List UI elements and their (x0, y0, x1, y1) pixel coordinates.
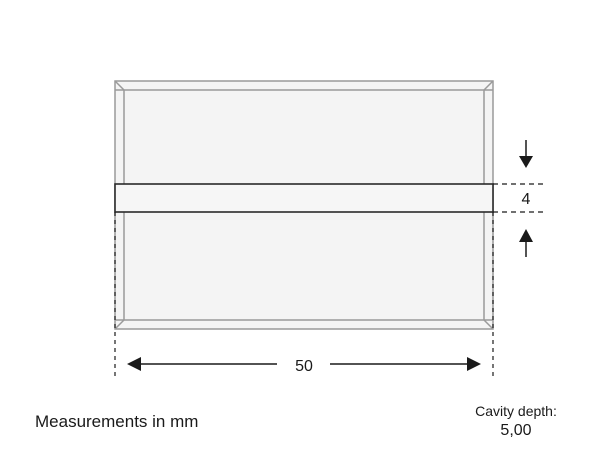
cavity-depth-value: 5,00 (500, 422, 532, 439)
box-corner-line (114, 80, 125, 91)
width-arrow-right (467, 357, 481, 371)
slot-arrow-up (519, 229, 533, 257)
width-arrow-left (127, 357, 141, 371)
slot-dimension-label: 4 (522, 191, 531, 208)
cavity-depth: Cavity depth: 5,00 (466, 403, 566, 440)
cavity-depth-label: Cavity depth: (475, 403, 557, 419)
slot-arrow-down (519, 140, 533, 168)
box-corner-line (483, 319, 494, 330)
box-corner-line (483, 80, 494, 91)
box-corner-line (114, 319, 125, 330)
units-caption: Measurements in mm (35, 412, 199, 431)
slot-band (114, 183, 494, 213)
width-dimension-label: 50 (295, 358, 313, 375)
width-dimension-line (127, 357, 481, 371)
